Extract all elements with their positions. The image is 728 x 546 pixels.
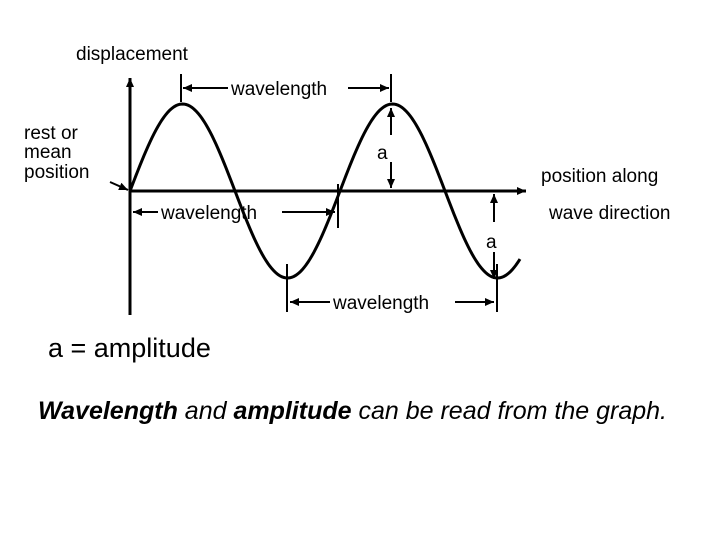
rest-label-line3: position xyxy=(24,162,90,183)
amplitude-caption: a = amplitude xyxy=(48,333,211,363)
note-amplitude-word: amplitude xyxy=(233,397,352,425)
x-axis-label-line2: wave direction xyxy=(548,203,670,224)
rest-label-line1: rest or xyxy=(24,123,79,144)
explanation-note: Wavelength and amplitude can be read fro… xyxy=(38,392,698,430)
amplitude-crest-label: a xyxy=(377,143,388,164)
amplitude-trough-label: a xyxy=(486,232,497,253)
wavelength-top-label: wavelength xyxy=(230,79,327,100)
note-wavelength-word: Wavelength xyxy=(38,397,178,425)
rest-position-arrow xyxy=(109,181,129,191)
wave-diagram: displacement rest or mean position posit… xyxy=(24,44,670,315)
sine-wave xyxy=(128,102,522,280)
note-and-word: and xyxy=(177,397,234,425)
x-axis-label-line1: position along xyxy=(541,166,658,187)
y-axis-label: displacement xyxy=(76,44,189,65)
rest-label-line2: mean xyxy=(24,142,72,163)
wavelength-bottom-label: wavelength xyxy=(332,293,429,314)
wavelength-middle-label: wavelength xyxy=(160,203,257,224)
note-rest-text: can be read from the graph. xyxy=(351,397,667,425)
